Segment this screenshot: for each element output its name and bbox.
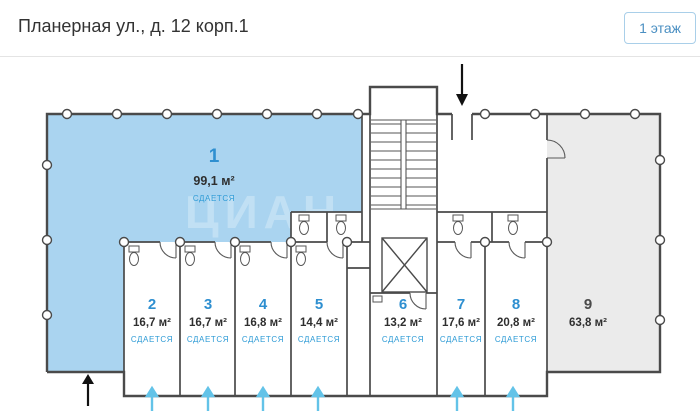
room-number: 8 [511,296,521,313]
room-number: 2 [147,296,157,313]
room-area: 20,8 м² [497,317,535,330]
room-status: СДАЕТСЯ [439,335,483,345]
room-9-shape [547,114,660,372]
room-3-label[interactable]: 3 16,7 м² СДАЕТСЯ [180,296,236,344]
room-8-label[interactable]: 8 20,8 м² СДАЕТСЯ [488,296,544,344]
room-number: 6 [398,296,408,313]
room-number: 1 [208,146,220,167]
entrance-arrow-bottom [82,374,94,406]
elevator [381,237,428,293]
room-area: 16,8 м² [244,317,282,330]
room-area: 17,6 м² [442,317,480,330]
page-title: Планерная ул., д. 12 корп.1 [18,16,249,36]
room-4-label[interactable]: 4 16,8 м² СДАЕТСЯ [235,296,291,344]
room-5-label[interactable]: 5 14,4 м² СДАЕТСЯ [291,296,347,344]
room-status: СДАЕТСЯ [381,335,425,345]
room-area: 63,8 м² [569,317,607,330]
room-area: 14,4 м² [300,317,338,330]
window-arrows [144,385,521,411]
room-status: СДАЕТСЯ [186,335,230,345]
room-status: СДАЕТСЯ [241,335,285,345]
room-7-label[interactable]: 7 17,6 м² СДАЕТСЯ [433,296,489,344]
room-6-label[interactable]: 6 13,2 м² СДАЕТСЯ [375,296,431,344]
plumbing-fixtures [128,214,519,303]
inner-walls [123,114,548,396]
room-area: 99,1 м² [193,173,235,188]
room-status: СДАЕТСЯ [494,335,538,345]
door-arcs [159,139,566,310]
room-9-label: 9 63,8 м² [560,296,616,335]
floor-selector-button[interactable]: 1 этаж [624,12,696,44]
room-area: 16,7 м² [189,317,227,330]
column-markers [41,108,666,326]
room-status: СДАЕТСЯ [297,335,341,345]
room-status: СДАЕТСЯ [192,193,236,203]
room-1-shape[interactable] [47,114,362,372]
room-number: 3 [203,296,213,313]
room-area: 16,7 м² [133,317,171,330]
room-1-label[interactable]: 1 99,1 м² СДАЕТСЯ [179,146,249,203]
room-number: 4 [258,296,268,313]
entrance-arrow-top [456,64,468,106]
page-header: Планерная ул., д. 12 корп.1 1 этаж [0,0,700,57]
room-2-label[interactable]: 2 16,7 м² СДАЕТСЯ [124,296,180,344]
room-number: 9 [583,296,593,313]
room-area: 13,2 м² [384,317,422,330]
room-number: 5 [314,296,324,313]
room-status: СДАЕТСЯ [130,335,174,345]
room-number: 7 [456,296,466,313]
stairs [371,119,436,210]
